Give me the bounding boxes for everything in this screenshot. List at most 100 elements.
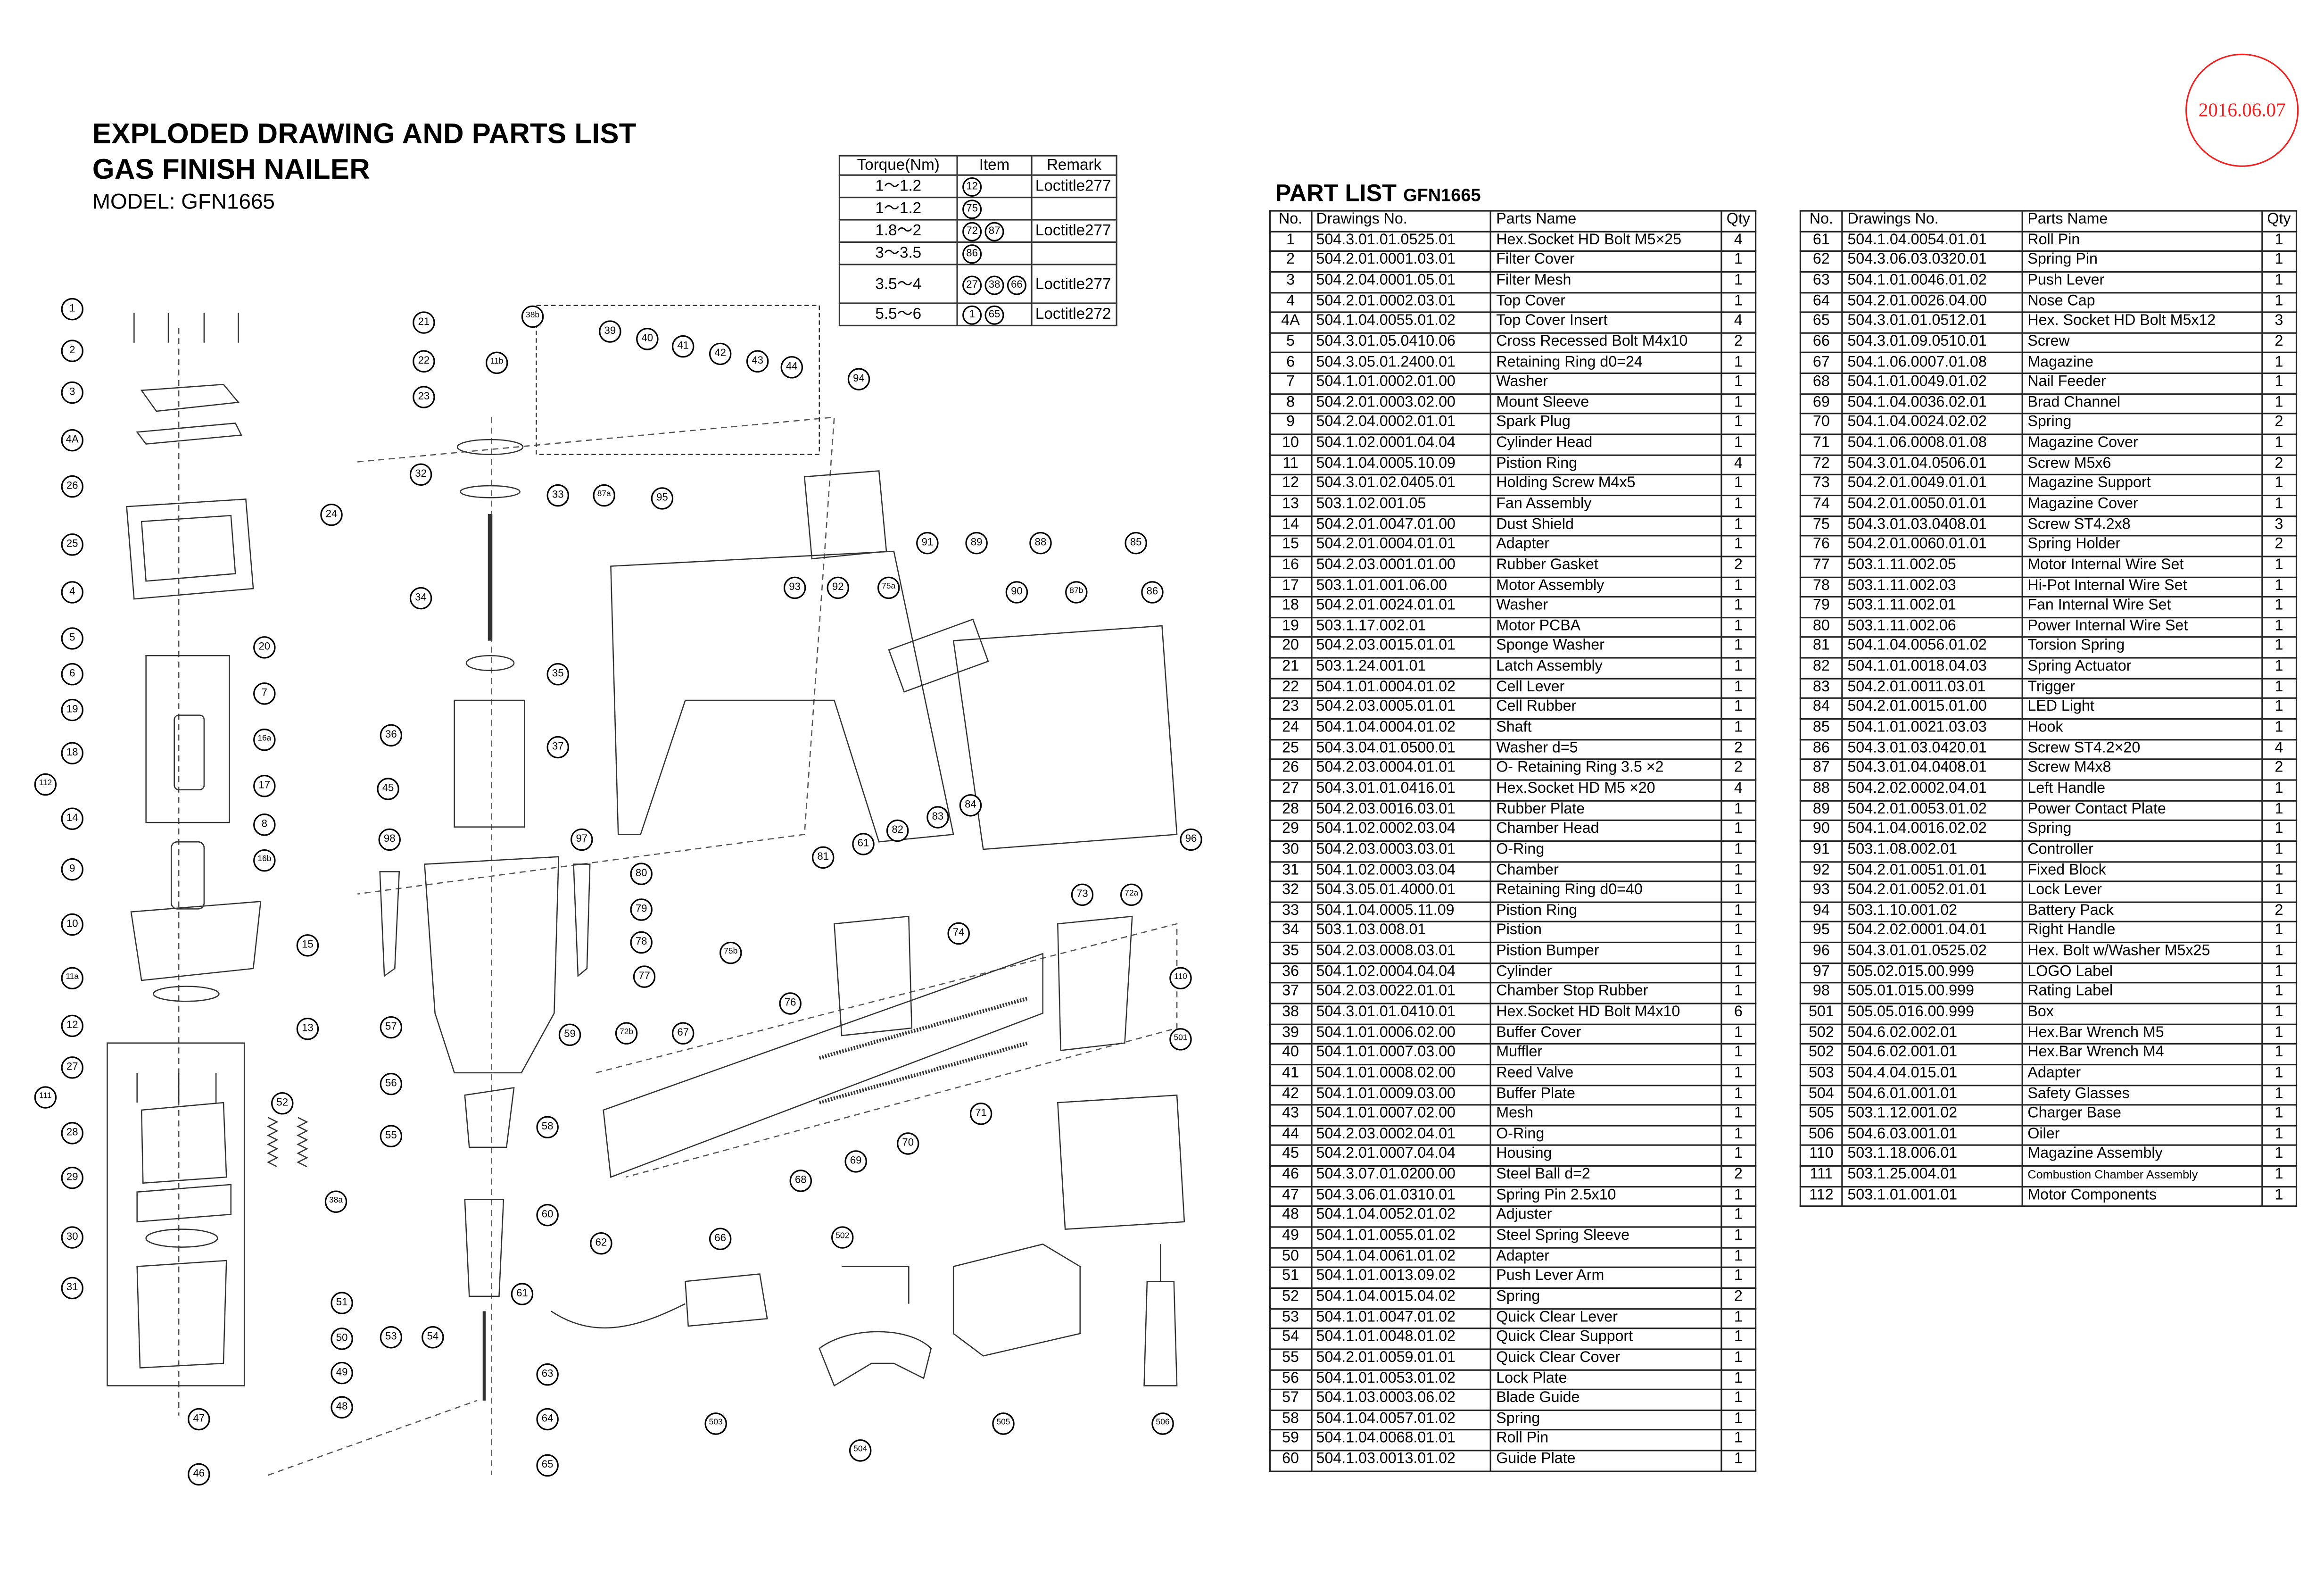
part-no: 21 bbox=[1269, 657, 1312, 679]
part-name: Cylinder bbox=[1490, 962, 1722, 984]
part-name: Screw M5x6 bbox=[2021, 454, 2263, 476]
part-qty: 1 bbox=[1720, 413, 1757, 435]
drawing-no: 504.3.01.09.0510.01 bbox=[1841, 332, 2023, 354]
part-name: Spring Pin bbox=[2021, 250, 2263, 273]
part-no: 58 bbox=[1269, 1409, 1312, 1431]
drawing-no: 504.1.04.0055.01.02 bbox=[1310, 312, 1492, 334]
part-name: Pistion bbox=[1490, 921, 1722, 944]
part-name: Spring Pin 2.5x10 bbox=[1490, 1186, 1722, 1208]
part-no: 17 bbox=[1269, 576, 1312, 598]
part-name: Shaft bbox=[1490, 718, 1722, 740]
part-callout: 2 bbox=[61, 340, 83, 362]
part-name: Rubber Gasket bbox=[1490, 556, 1722, 578]
part-callout: 97 bbox=[571, 828, 593, 851]
part-qty: 1 bbox=[2260, 718, 2298, 740]
part-no: 502 bbox=[1799, 1043, 1843, 1065]
part-name: Magazine Cover bbox=[2021, 494, 2263, 517]
drawing-no: 504.1.01.0002.01.00 bbox=[1310, 373, 1492, 395]
part-name: Right Handle bbox=[2021, 921, 2263, 944]
part-no: 89 bbox=[1799, 799, 1843, 821]
part-qty: 1 bbox=[2260, 1023, 2298, 1045]
part-no: 68 bbox=[1799, 373, 1843, 395]
part-no: 71 bbox=[1799, 433, 1843, 456]
part-name: Magazine Cover bbox=[2021, 433, 2263, 456]
drawing-no: 504.2.02.0002.04.01 bbox=[1841, 779, 2023, 801]
part-callout: 54 bbox=[422, 1326, 444, 1349]
part-name: Hi-Pot Internal Wire Set bbox=[2021, 576, 2263, 598]
part-qty: 1 bbox=[2260, 921, 2298, 944]
drawing-no: 503.1.24.001.01 bbox=[1310, 657, 1492, 679]
part-callout: 110 bbox=[1169, 967, 1192, 989]
chamber-group-frame bbox=[107, 1042, 245, 1386]
piston-ring bbox=[153, 986, 220, 1002]
blade-guide bbox=[464, 1087, 515, 1148]
battery-pack bbox=[803, 470, 887, 560]
drawing-no: 504.2.01.0051.01.01 bbox=[1841, 860, 2023, 882]
part-no: 506 bbox=[1799, 1124, 1843, 1147]
torque-value: 1～1.2 bbox=[838, 197, 958, 221]
part-qty: 1 bbox=[1720, 1186, 1757, 1208]
part-callout: 59 bbox=[558, 1023, 581, 1046]
part-name: Nose Cap bbox=[2021, 291, 2263, 314]
torque-value: 1～1.2 bbox=[838, 174, 958, 199]
part-name: O-Ring bbox=[1490, 1124, 1722, 1147]
part-name: Screw ST4.2×20 bbox=[2021, 738, 2263, 761]
part-qty: 1 bbox=[2260, 840, 2298, 862]
drawing-no: 504.1.04.0036.02.01 bbox=[1841, 393, 2023, 415]
part-qty: 1 bbox=[2260, 1104, 2298, 1127]
guide-line bbox=[268, 1400, 477, 1476]
drawing-no: 504.2.01.0047.01.00 bbox=[1310, 515, 1492, 537]
part-callout: 72b bbox=[615, 1022, 638, 1045]
torque-remark: Loctitle277 bbox=[1031, 219, 1117, 243]
part-name: Mount Sleeve bbox=[1490, 393, 1722, 415]
part-name: Holding Screw M4x5 bbox=[1490, 474, 1722, 497]
item-callout: 65 bbox=[984, 305, 1004, 325]
drawing-no: 503.1.11.002.01 bbox=[1841, 596, 2023, 618]
part-name: Filter Mesh bbox=[1490, 271, 1722, 293]
exploded-drawing bbox=[107, 305, 1185, 1476]
part-qty: 1 bbox=[1720, 576, 1757, 598]
drawing-no: 504.3.01.01.0525.02 bbox=[1841, 942, 2023, 964]
part-callout: 43 bbox=[746, 350, 769, 373]
part-callout: 92 bbox=[827, 576, 849, 599]
part-callout: 111 bbox=[34, 1086, 57, 1109]
part-name: Pistion Ring bbox=[1490, 454, 1722, 476]
part-qty: 1 bbox=[1720, 535, 1757, 557]
part-name: Hex.Bar Wrench M4 bbox=[2021, 1043, 2263, 1065]
part-qty: 1 bbox=[1720, 1409, 1757, 1431]
part-callout: 38b bbox=[521, 305, 544, 328]
part-no: 94 bbox=[1799, 901, 1843, 923]
part-callout: 79 bbox=[630, 898, 653, 921]
part-callout: 32 bbox=[409, 463, 432, 486]
part-no: 2 bbox=[1269, 250, 1312, 273]
magazine-support bbox=[834, 915, 912, 1037]
part-callout: 24 bbox=[320, 503, 343, 526]
part-name: Buffer Plate bbox=[1490, 1084, 1722, 1106]
part-qty: 1 bbox=[1720, 250, 1757, 273]
part-callout: 6 bbox=[61, 663, 83, 686]
part-no: 35 bbox=[1269, 942, 1312, 964]
part-callout: 34 bbox=[409, 587, 432, 610]
part-callout: 42 bbox=[709, 342, 732, 365]
part-qty: 1 bbox=[2260, 860, 2298, 882]
drawing-no: 505.05.016.00.999 bbox=[1841, 1003, 2023, 1025]
part-name: Chamber Head bbox=[1490, 820, 1722, 842]
drawing-no: 504.2.01.0049.01.01 bbox=[1841, 474, 2023, 497]
